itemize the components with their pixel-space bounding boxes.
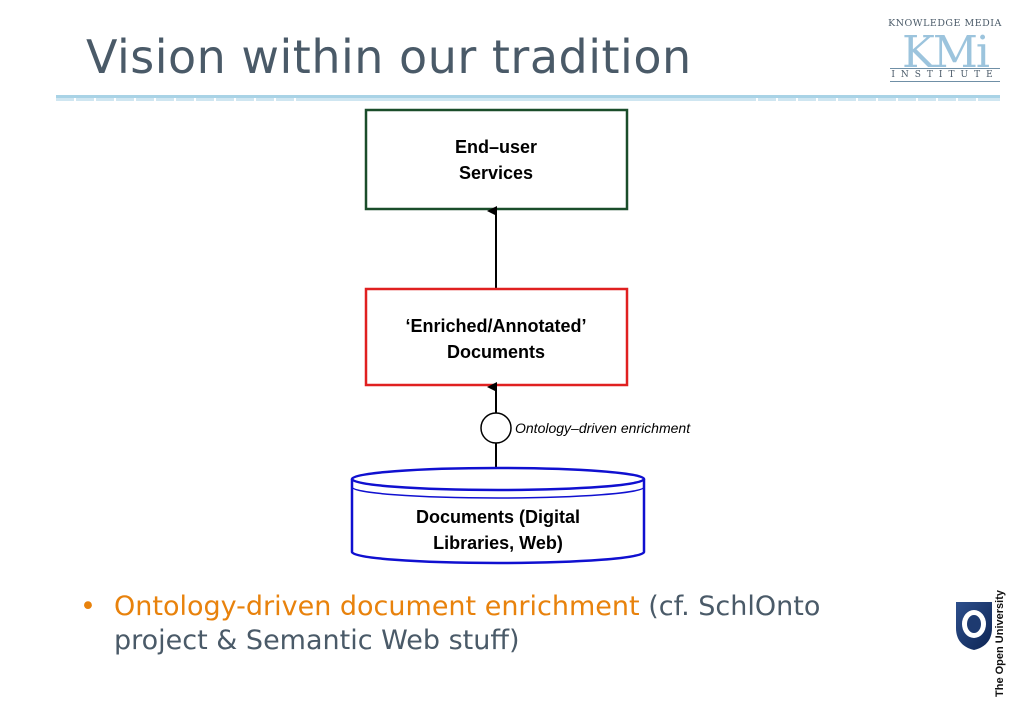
node-end-user-services-line-1: End–user (455, 137, 537, 157)
node-end-user-services: End–user Services (364, 108, 629, 211)
kmi-logo: KNOWLEDGE MEDIA KMi INSTITUTE (886, 18, 1004, 84)
node-enriched-documents-box (364, 287, 629, 387)
bullet-highlight-text: Ontology-driven document enrichment (114, 591, 640, 622)
node-source-documents-body (350, 479, 646, 565)
slide-title: Vision within our tradition (86, 30, 692, 84)
open-university-label-text: The Open University (994, 590, 1006, 697)
bullet-item: Ontology-driven document enrichment (cf.… (114, 590, 834, 658)
node-enriched-documents: ‘Enriched/Annotated’ Documents (364, 287, 629, 387)
kmi-logo-rule (890, 68, 1000, 69)
node-source-documents-top (350, 466, 646, 492)
node-source-documents-line-2: Libraries, Web) (433, 533, 563, 553)
node-source-documents-rim (351, 486, 645, 499)
open-university-logo-icon (956, 602, 992, 650)
node-enriched-documents-line-1: ‘Enriched/Annotated’ (405, 316, 586, 336)
edge-documents-to-enriched: Ontology–driven enrichment (480, 382, 691, 468)
kmi-logo-top-text: KNOWLEDGE MEDIA (888, 18, 1002, 29)
bullet-rest-text: (cf. SchlOnto project & Semantic Web stu… (114, 591, 821, 656)
kmi-logo-rule-bottom (890, 81, 1000, 82)
node-end-user-services-line-2: Services (459, 163, 533, 183)
kmi-logo-bottom-text: INSTITUTE (891, 70, 999, 80)
node-source-documents-line-1: Documents (Digital (416, 507, 580, 527)
kmi-logo-mark: KMi (902, 27, 990, 78)
open-university-label: The Open University (994, 590, 1010, 700)
edge-label-ontology-driven-enrichment: Ontology–driven enrichment (515, 420, 691, 436)
node-end-user-services-box (364, 108, 629, 211)
node-enriched-documents-line-2: Documents (447, 342, 545, 362)
title-divider (56, 95, 1000, 101)
node-source-documents: Documents (Digital Libraries, Web) (350, 466, 646, 565)
enrichment-process-circle (480, 412, 512, 444)
bullet-marker: • (80, 591, 96, 622)
